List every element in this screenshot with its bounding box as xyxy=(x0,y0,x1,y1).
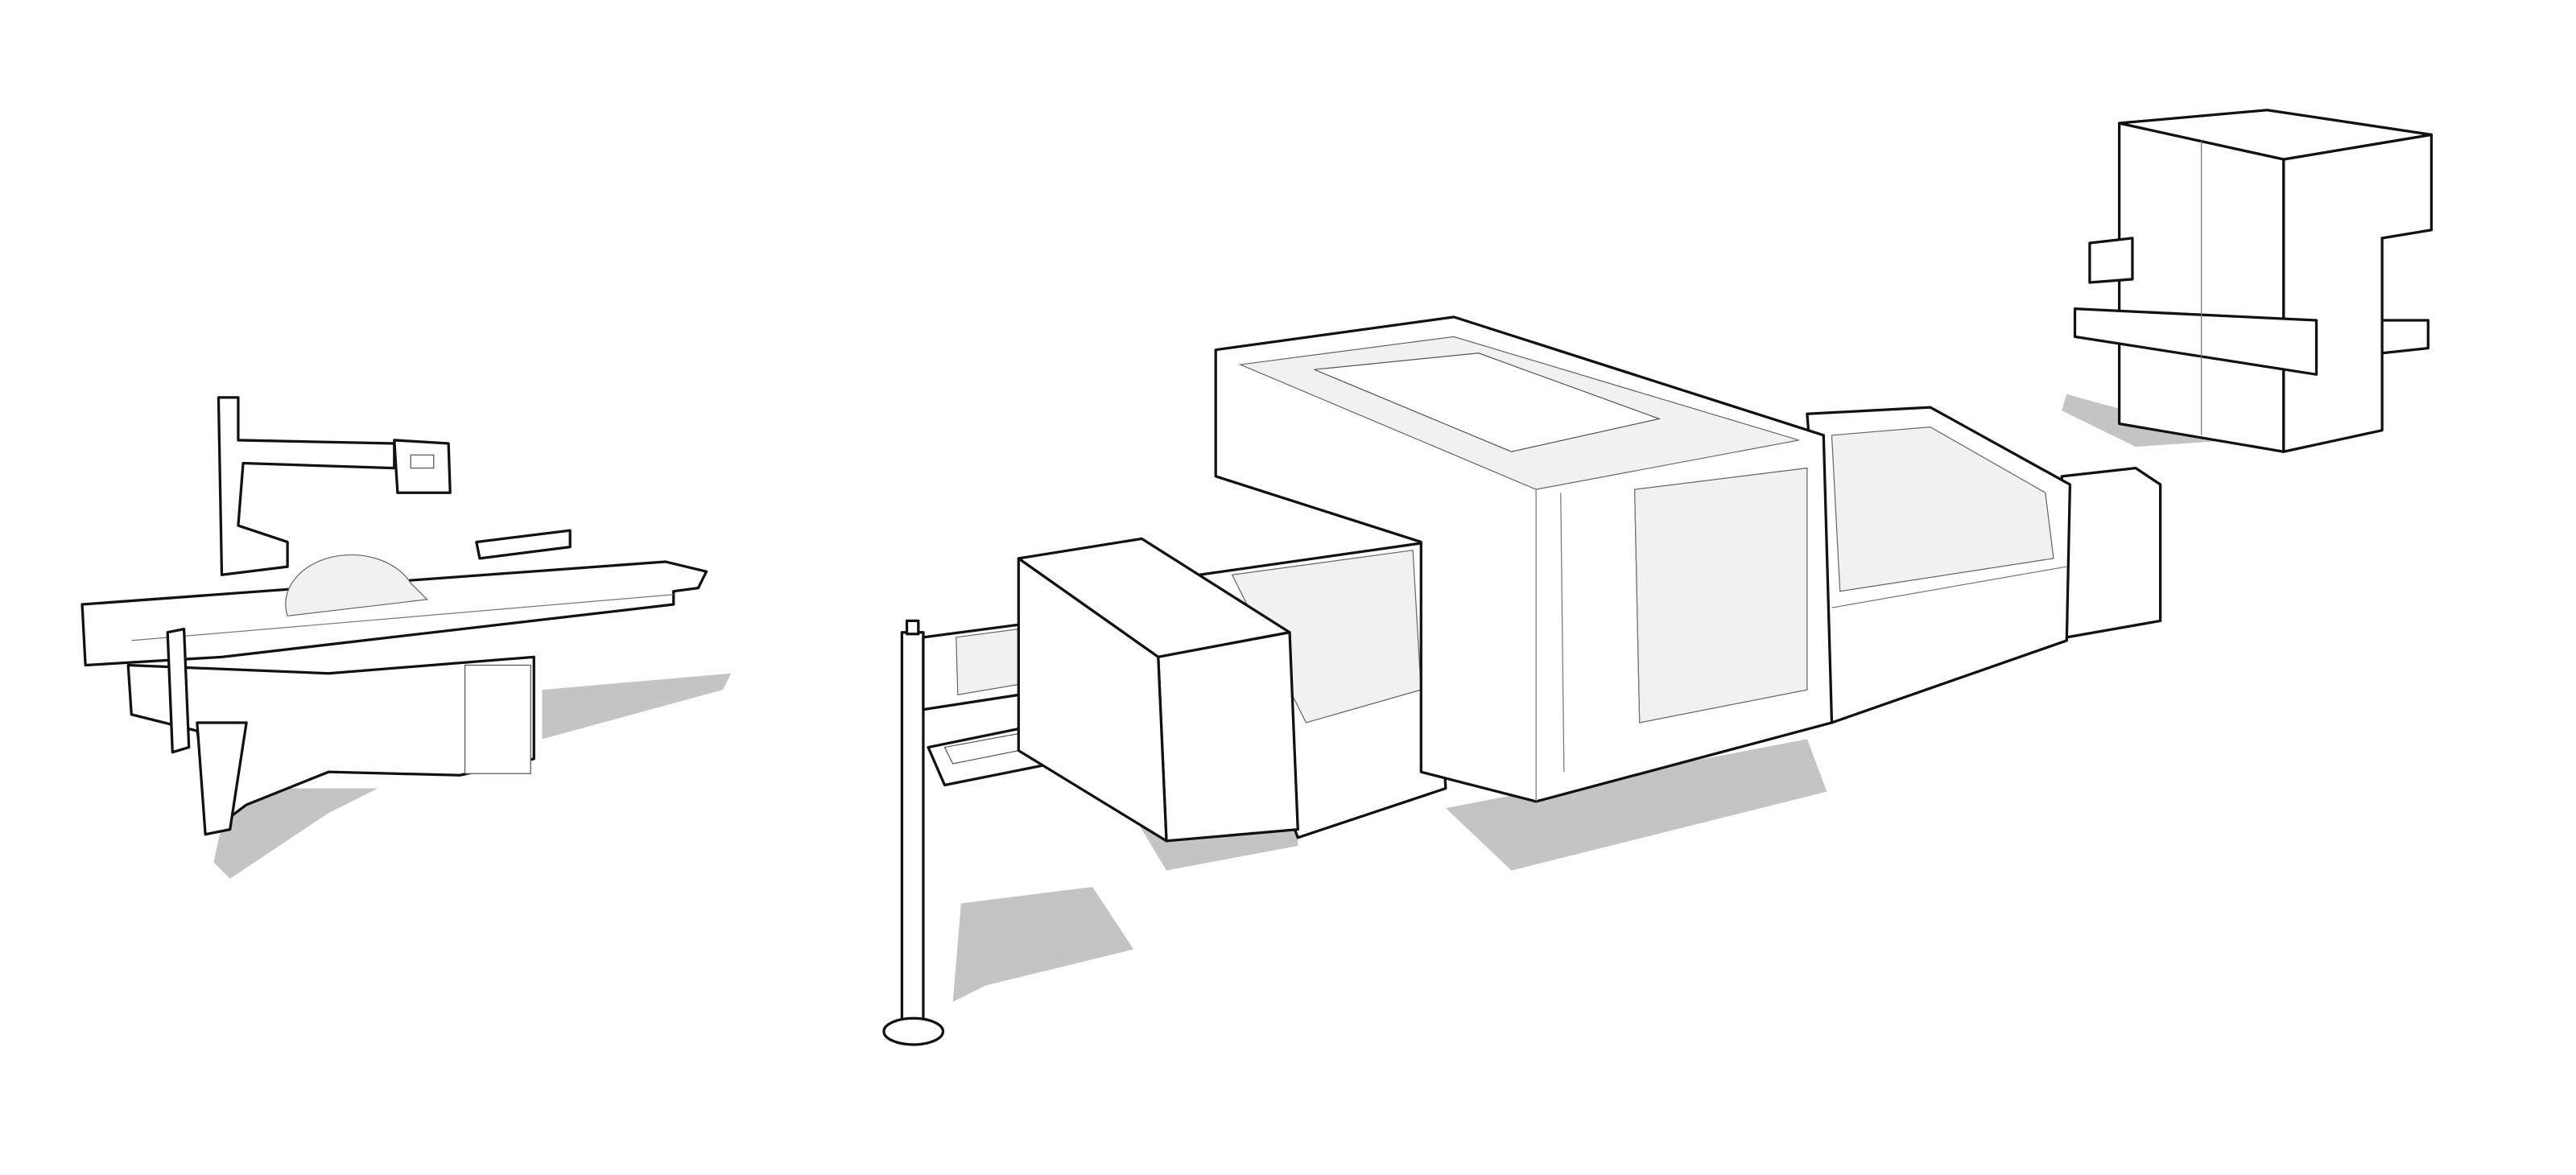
terminal-base xyxy=(882,1016,945,1046)
saw-cabinet-door xyxy=(464,664,531,774)
cnc-right-bed xyxy=(1831,426,2054,592)
saw-arm xyxy=(217,396,396,576)
saw-display xyxy=(410,454,435,469)
sander-rear-table xyxy=(2380,319,2429,355)
terminal-pole xyxy=(900,631,925,1029)
console-side xyxy=(1017,557,1168,843)
sander-side xyxy=(2282,133,2434,453)
saw-crosscut-fence xyxy=(166,627,191,754)
saw-leg-shadow xyxy=(213,788,378,879)
cnc-gantry xyxy=(1314,352,1662,452)
sander-top xyxy=(2117,109,2434,161)
cnc-front-opening xyxy=(1633,467,1808,724)
terminal-shadow xyxy=(952,887,1134,1002)
sander-infeed-table xyxy=(2073,307,2318,376)
saw-table xyxy=(80,560,708,667)
sander-illustration xyxy=(2062,109,2434,453)
cnc-machine-illustration xyxy=(1017,315,2162,871)
saw-support-frame xyxy=(196,721,248,836)
cnc-shadow xyxy=(1445,739,1827,871)
saw-rip-fence xyxy=(475,529,572,560)
panel-saw-illustration xyxy=(80,396,732,879)
sander-control-panel xyxy=(2088,237,2134,284)
signal-light xyxy=(905,619,920,636)
saw-shadow xyxy=(542,673,732,740)
saw-blade-guard xyxy=(285,554,428,616)
cnc-right-end xyxy=(2060,466,2162,639)
console-front xyxy=(1157,631,1299,843)
